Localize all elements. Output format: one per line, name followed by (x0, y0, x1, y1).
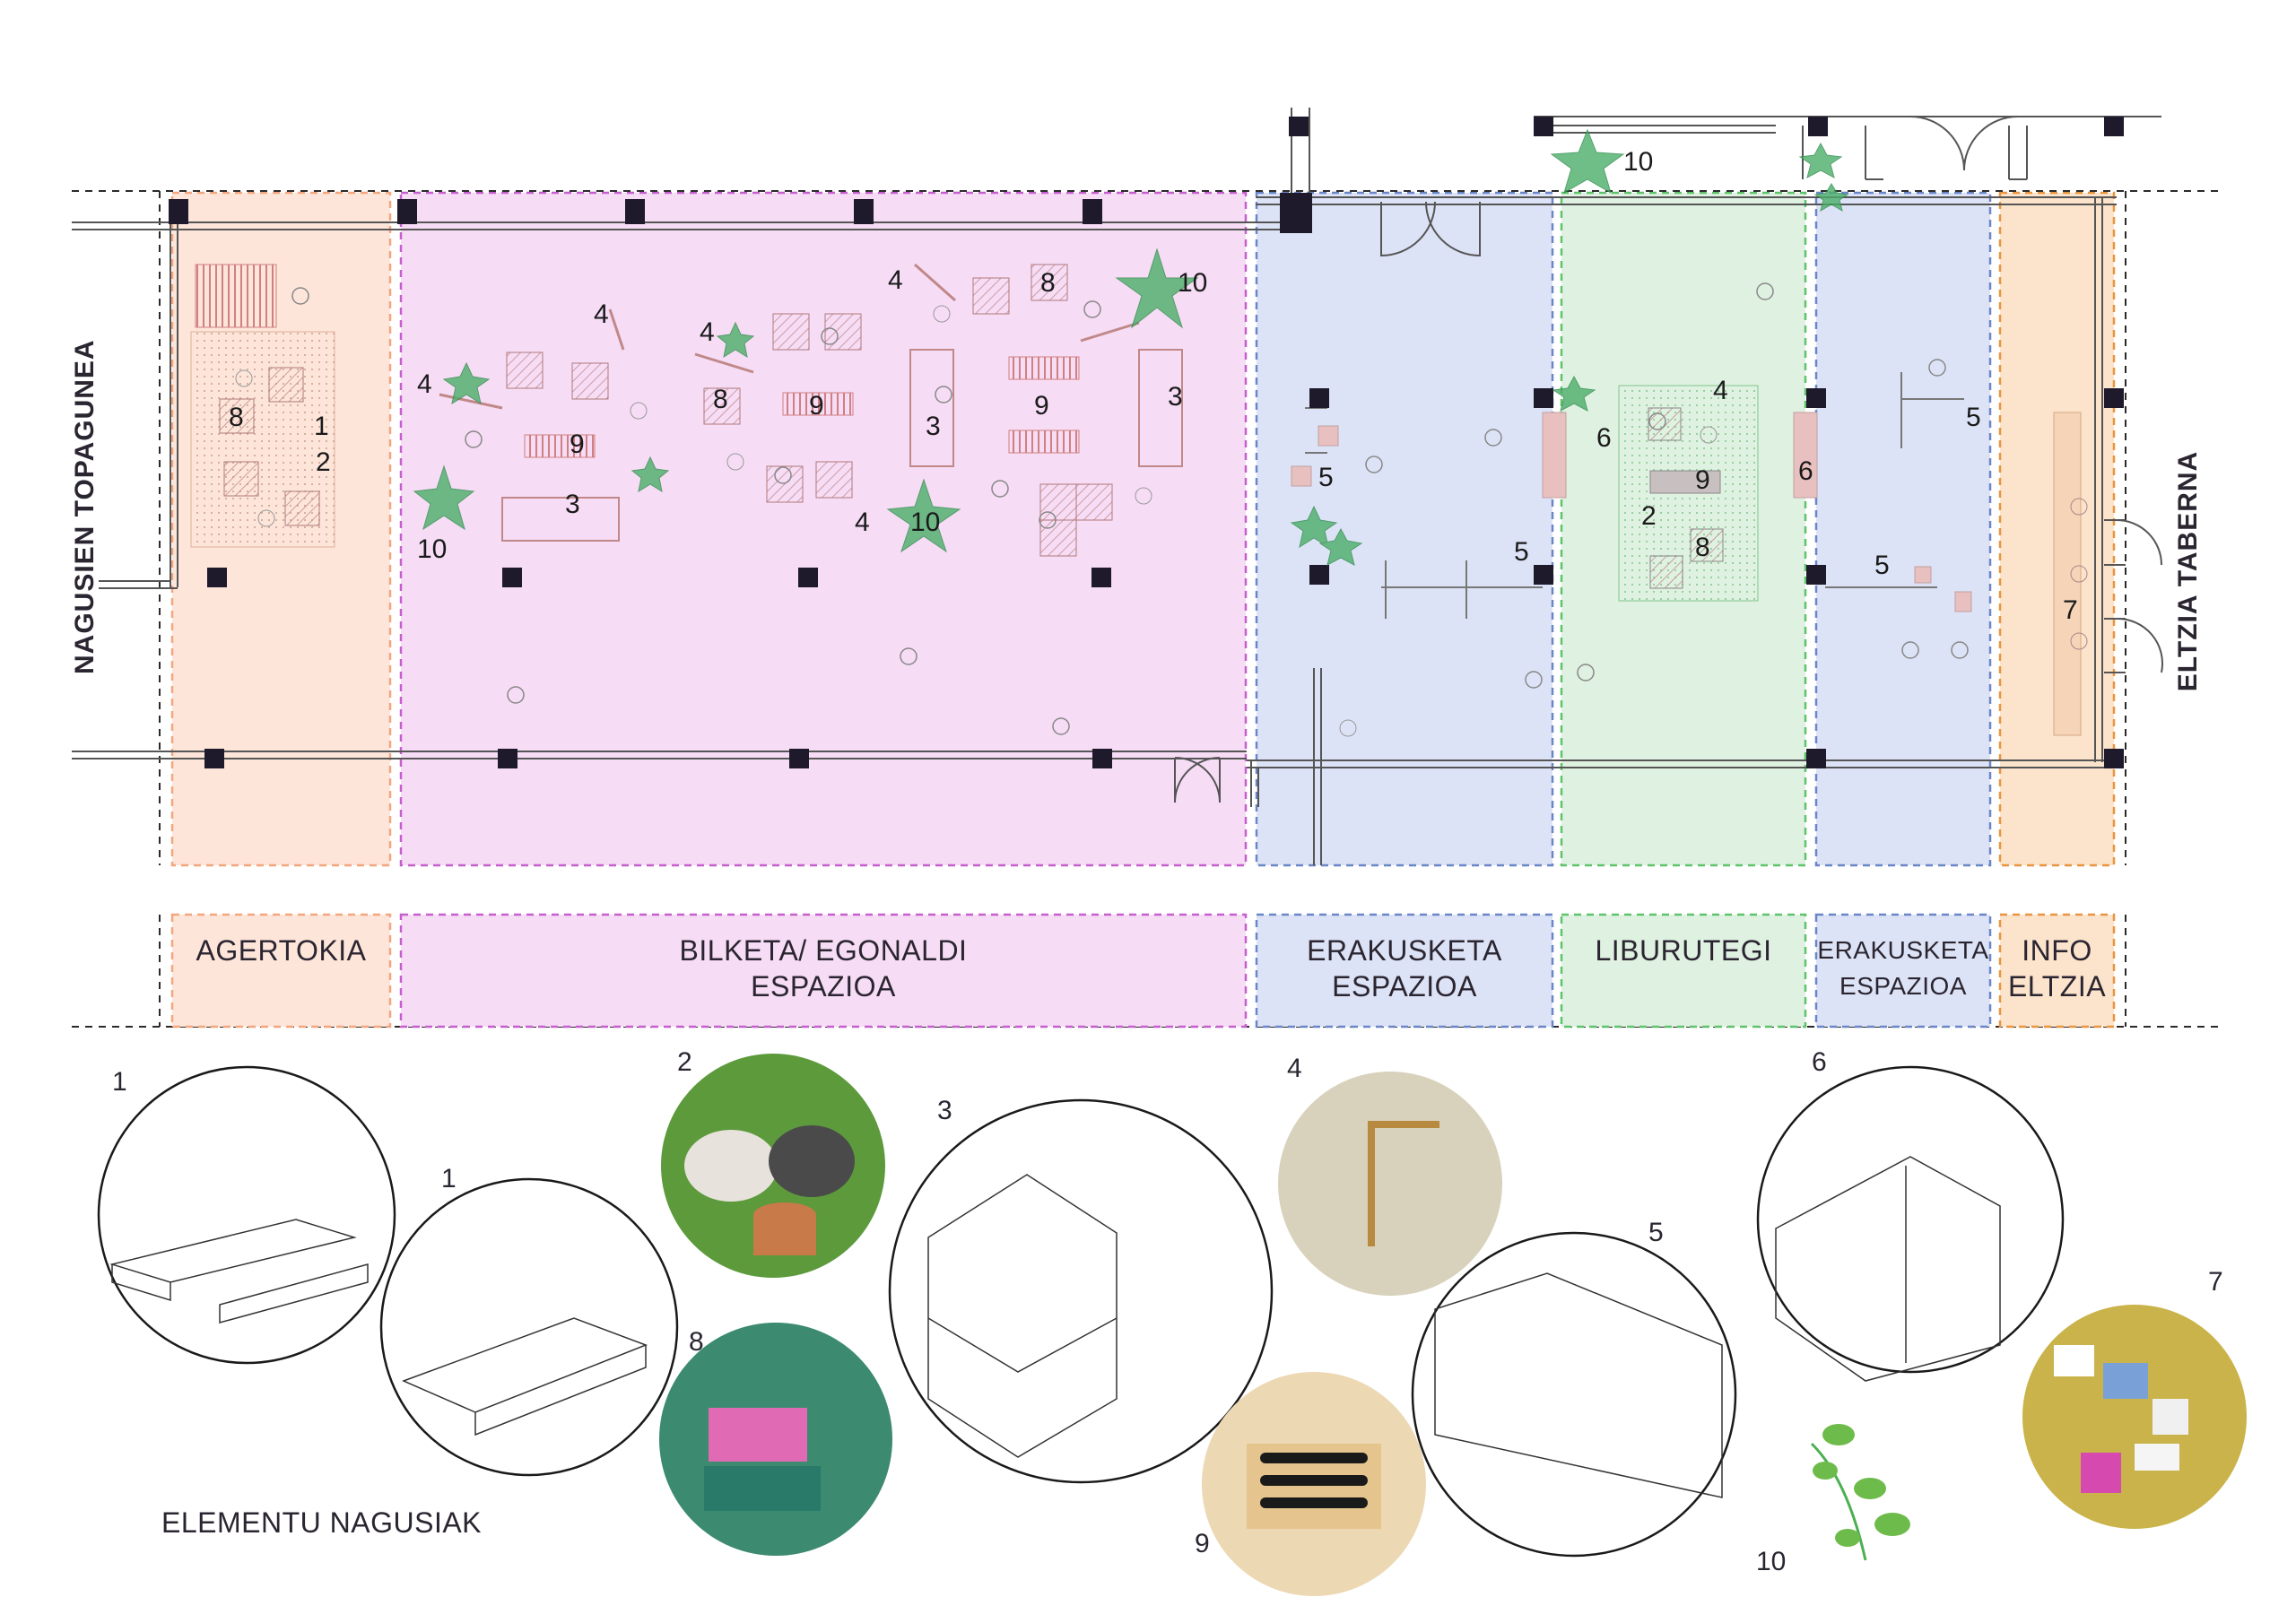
zone-erakusketa-2 (1814, 191, 1992, 867)
zone-label-text: LIBURUTEGI (1595, 934, 1772, 967)
element-1a-illustration (97, 1065, 396, 1365)
plan-marker: 5 (1514, 537, 1529, 567)
zone-label-line-2: ESPAZIOA (1332, 970, 1477, 1002)
element-number: 2 (677, 1047, 692, 1077)
plan-marker: 5 (1318, 463, 1334, 492)
element-number: 1 (441, 1164, 457, 1193)
zone-label-line-1: INFO (2022, 934, 2092, 967)
zone-label-line-2: ELTZIA (2007, 970, 2107, 1002)
zone-label-line-1: BILKETA/ EGONALDI (679, 934, 968, 967)
element-5-illustration (1411, 1231, 1737, 1558)
zone-label-line-1: ERAKUSKETA (1307, 934, 1502, 967)
element-1b-illustration (379, 1177, 679, 1477)
furniture (190, 263, 2088, 737)
side-label-left: NAGUSIEN TOPAGUNEA (70, 339, 100, 674)
element-number: 9 (1195, 1529, 1210, 1558)
element-7-photo (2022, 1305, 2247, 1529)
plan-marker: 5 (1874, 551, 1890, 580)
plan-marker: 8 (229, 403, 244, 432)
zone-label-line-2: ESPAZIOA (751, 970, 896, 1002)
walls (72, 108, 2161, 865)
zone-label-info: INFO ELTZIA (2000, 933, 2114, 1004)
plan-marker: 10 (1623, 147, 1653, 177)
zone-label-bilketa: BILKETA/ EGONALDI ESPAZIOA (401, 933, 1246, 1004)
plan-marker: 6 (1596, 423, 1612, 453)
plan-marker: 2 (316, 447, 331, 477)
plan-marker: 9 (809, 391, 824, 421)
zone-label-erakusketa-2: ERAKUSKETA ESPAZIOA (1816, 933, 1990, 1004)
side-label-right: ELTZIA TABERNA (2173, 450, 2203, 692)
plan-marker: 3 (1168, 382, 1183, 412)
element-number: 4 (1287, 1054, 1302, 1083)
element-6-illustration (1756, 1065, 2065, 1374)
plants (413, 128, 1849, 566)
element-4-photo (1278, 1072, 1502, 1296)
plan-marker: 8 (1695, 533, 1710, 562)
columns (169, 117, 2124, 768)
element-number: 10 (1756, 1547, 1787, 1576)
element-number: 6 (1812, 1047, 1827, 1077)
zone-label-text: AGERTOKIA (196, 934, 367, 967)
plan-marker: 8 (1040, 268, 1056, 298)
partitions (1305, 372, 1964, 619)
element-number: 7 (2208, 1267, 2223, 1297)
zone-label-line-1: ERAKUSKETA (1817, 936, 1989, 964)
element-number: 1 (112, 1067, 127, 1097)
plan-marker: 7 (2063, 595, 2078, 625)
plan-marker: 6 (1798, 456, 1813, 486)
plan-marker: 5 (1966, 403, 1981, 432)
zone-label-agertokia: AGERTOKIA (172, 933, 390, 968)
zone-legend-boxes (170, 913, 2116, 1028)
element-number: 5 (1648, 1218, 1664, 1247)
people (291, 282, 1969, 735)
plan-marker: 9 (1695, 465, 1710, 495)
zone-bilketa (399, 191, 1248, 867)
plan-marker: 8 (713, 385, 728, 414)
plan-marker: 10 (417, 534, 447, 564)
zone-label-line-2: ESPAZIOA (1839, 972, 1967, 1000)
plan-marker: 3 (565, 490, 580, 519)
plan-marker: 4 (417, 369, 432, 399)
doors (1174, 116, 2163, 803)
zone-label-liburutegi: LIBURUTEGI (1561, 933, 1805, 968)
plan-marker: 10 (1178, 268, 1207, 298)
plan-marker: 4 (700, 317, 715, 347)
plan-marker: 9 (570, 430, 585, 459)
element-3-illustration (888, 1098, 1274, 1484)
plan-marker: 4 (888, 265, 903, 295)
zone-label-erakusketa-1: ERAKUSKETA ESPAZIOA (1257, 933, 1552, 1004)
photo-details (684, 1121, 2188, 1561)
element-number: 3 (937, 1096, 952, 1125)
plan-marker: 4 (1713, 376, 1728, 405)
plan-markers: 8 1 2 4 4 4 4 4 8 8 9 9 9 3 3 3 10 10 10… (229, 147, 2078, 625)
plan-marker: 4 (855, 508, 870, 537)
plan-marker: 10 (910, 508, 940, 537)
plan-marker: 3 (926, 412, 941, 441)
plan-marker: 1 (314, 412, 329, 441)
plan-marker: 4 (594, 299, 609, 329)
plan-marker: 2 (1641, 501, 1657, 531)
element-number: 8 (689, 1327, 704, 1357)
plan-marker: 9 (1034, 391, 1049, 421)
legend-title: ELEMENTU NAGUSIAK (161, 1506, 483, 1539)
illustration-details (109, 1156, 2001, 1498)
wall-lamps (439, 263, 1140, 410)
